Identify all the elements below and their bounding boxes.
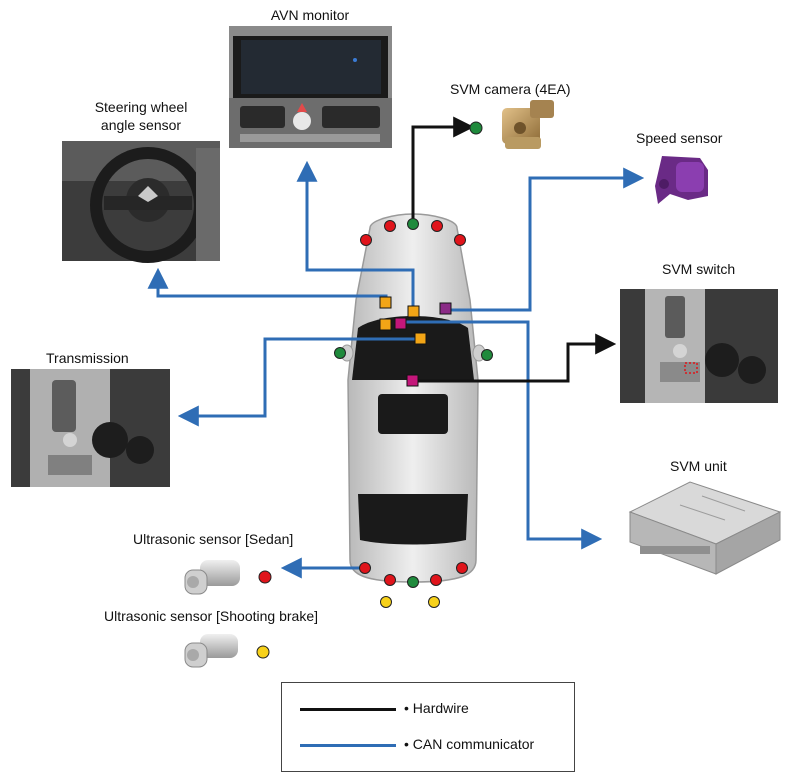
legend-can: • CAN communicator — [282, 735, 574, 755]
rear-yellow-dots — [380, 596, 440, 608]
legend-hardwire: • Hardwire — [282, 699, 574, 719]
ultrasonic-sensor-sedan-photo — [184, 560, 240, 595]
svm-unit-photo — [628, 481, 782, 575]
hardwire-line-switch — [413, 333, 617, 383]
can-line-transmission — [177, 337, 420, 427]
svm-switch-label: SVM switch — [662, 261, 736, 277]
ultrasonic-sensor-shooting-brake-photo — [184, 634, 238, 668]
speed-sensor-label: Speed sensor — [636, 130, 723, 146]
legend-can-text: • CAN communicator — [404, 736, 535, 752]
avn-monitor-label: AVN monitor — [270, 7, 350, 23]
legend-hardwire-text: • Hardwire — [404, 700, 469, 716]
speed-sensor-photo — [655, 156, 708, 204]
connector-squares — [379, 296, 452, 387]
steering-sensor-label-line2: angle sensor — [100, 117, 182, 133]
legend-hardwire-swatch — [300, 708, 396, 711]
legend: • Hardwire • CAN communicator — [281, 682, 575, 772]
legend-can-swatch — [300, 744, 396, 747]
can-line-svm-unit — [400, 320, 603, 550]
ultrasonic-sedan-dot — [258, 570, 272, 584]
svm-camera-label: SVM camera (4EA) — [450, 81, 571, 97]
svm-camera-photo — [502, 100, 554, 149]
transmission-photo — [11, 369, 170, 487]
mirror-camera-dots — [334, 347, 493, 361]
rear-sensor-dots — [359, 562, 468, 588]
hardwire-line-camera — [411, 116, 475, 224]
svm-switch-photo — [620, 289, 778, 403]
ultrasonic-brake-label: Ultrasonic sensor [Shooting brake] — [104, 608, 318, 624]
can-line-avn — [296, 160, 415, 313]
ultrasonic-brake-dot — [256, 645, 270, 659]
steering-wheel-photo — [62, 141, 220, 263]
front-sensor-dots — [360, 218, 466, 246]
can-line-steering — [147, 267, 388, 300]
ultrasonic-sedan-label: Ultrasonic sensor [Sedan] — [133, 531, 294, 547]
transmission-label: Transmission — [46, 350, 129, 366]
svm-camera-dot — [469, 121, 483, 135]
svm-unit-label: SVM unit — [670, 458, 727, 474]
steering-sensor-label-line1: Steering wheel — [94, 99, 188, 115]
can-line-speed — [447, 167, 645, 312]
avn-monitor-photo — [229, 26, 392, 148]
